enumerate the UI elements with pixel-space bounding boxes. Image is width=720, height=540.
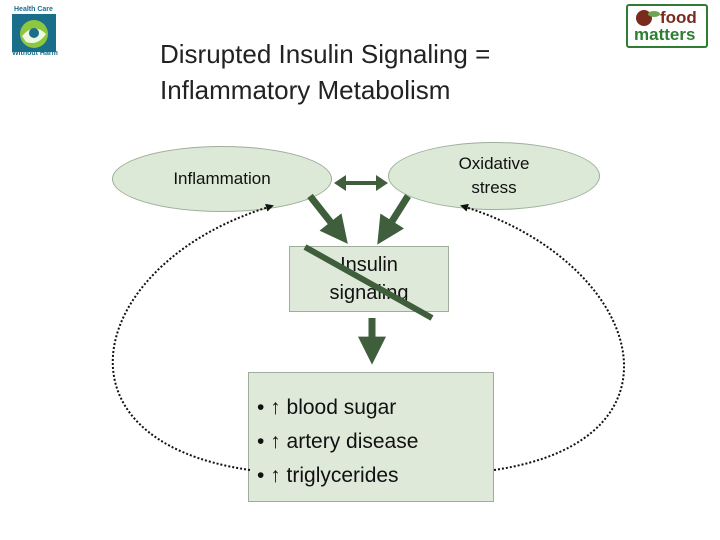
effect-item-triglycerides: • ↑ triglycerides xyxy=(257,464,399,487)
double-arrow-inflammation-oxidative xyxy=(334,175,388,191)
arrow-inflammation-to-insulin xyxy=(307,193,348,244)
inflammation-node: Inflammation xyxy=(112,146,332,212)
inflammation-label: Inflammation xyxy=(173,169,271,188)
effects-node: • ↑ blood sugar • ↑ artery disease • ↑ t… xyxy=(248,372,494,502)
logo-word-matters: matters xyxy=(634,25,696,44)
dotted-feedback-left xyxy=(111,203,274,471)
strike-through-line xyxy=(303,244,434,321)
title-line-2: Inflammatory Metabolism xyxy=(160,75,451,105)
insulin-label-line-1: Insulin xyxy=(340,254,398,276)
food-matters-logo: food matters xyxy=(626,4,708,48)
insulin-signaling-node: Insulin signaling xyxy=(289,246,449,312)
logo-text-top: Health Care xyxy=(14,6,53,13)
logo-word-food: food xyxy=(660,8,697,27)
title-line-1: Disrupted Insulin Signaling = xyxy=(160,39,491,69)
effect-item-artery-disease: • ↑ artery disease xyxy=(257,430,419,453)
logo-text-bottom: Without Harm xyxy=(12,50,58,57)
dotted-feedback-right xyxy=(460,203,626,471)
oxidative-label-line-2: stress xyxy=(471,178,517,197)
slide-title: Disrupted Insulin Signaling = Inflammato… xyxy=(160,36,490,108)
insulin-label-line-2: signaling xyxy=(329,282,409,304)
oxidative-stress-node: Oxidative stress xyxy=(388,142,600,210)
arrow-oxidative-to-insulin xyxy=(377,194,411,245)
effect-item-blood-sugar: • ↑ blood sugar xyxy=(257,396,397,419)
oxidative-label-line-1: Oxidative xyxy=(458,154,530,173)
health-care-without-harm-logo: Health Care Without Harm xyxy=(8,6,68,58)
effects-list: • ↑ blood sugar • ↑ artery disease • ↑ t… xyxy=(257,391,493,493)
